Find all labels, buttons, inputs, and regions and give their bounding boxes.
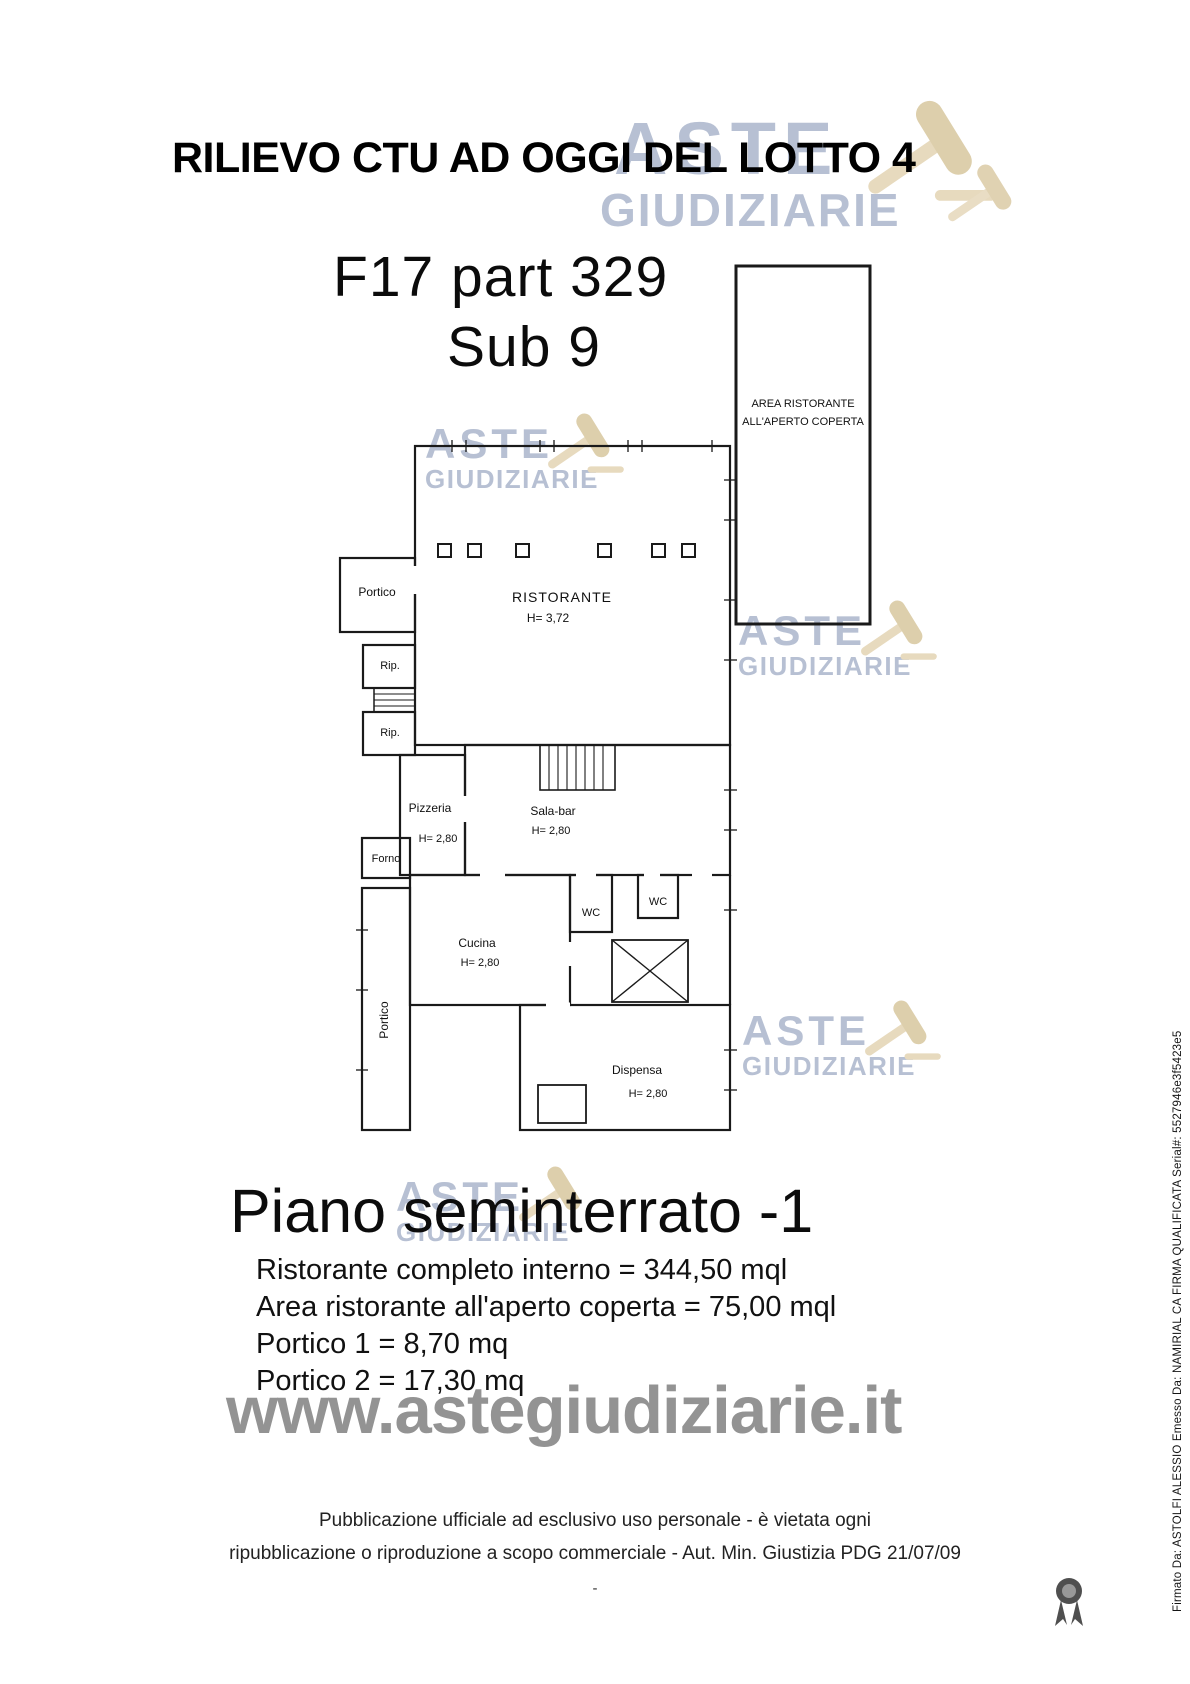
watermark-giudiziarie-text: GIUDIZIARIE <box>425 464 599 494</box>
room-label-portico-left: Portico <box>377 1001 391 1039</box>
aste-giudiziarie-watermark-plan-1: ASTE GIUDIZIARIE <box>425 413 624 494</box>
gavel-icon <box>861 600 937 660</box>
aste-giudiziarie-watermark-top: ASTE GIUDIZIARIE <box>600 100 1020 236</box>
watermark-giudiziarie-text: GIUDIZIARIE <box>396 1217 570 1247</box>
watermark-aste-text: ASTE <box>738 607 867 654</box>
room-sala-bar <box>463 743 732 877</box>
room-height-pizzeria: H= 2,80 <box>419 833 458 845</box>
digital-signature-text: Firmato Da: ASTOLFI ALESSIO Emesso Da: N… <box>1172 1030 1184 1612</box>
room-height-cucina: H= 2,80 <box>461 957 500 969</box>
measurement-area-aperta: Area ristorante all'aperto coperta = 75,… <box>256 1291 837 1323</box>
room-height-ristorante: H= 3,72 <box>527 611 570 625</box>
window-ticks <box>356 440 737 1091</box>
page-title: RILIEVO CTU AD OGGI DEL LOTTO 4 <box>172 134 916 182</box>
footer-line-1: Pubblicazione ufficiale ad esclusivo uso… <box>318 1510 872 1531</box>
gavel-icon <box>865 1000 941 1060</box>
room-label-forno: Forno <box>372 853 401 865</box>
utility-notch <box>537 1084 587 1124</box>
gavel-icon <box>948 164 1012 222</box>
room-label-area-aperta-2: ALL'APERTO COPERTA <box>742 416 864 428</box>
floor-heading: Piano seminterrato -1 <box>230 1177 814 1245</box>
watermark-aste-text: ASTE <box>396 1173 525 1220</box>
room-label-cucina: Cucina <box>458 936 496 950</box>
room-rip-2 <box>361 710 417 757</box>
measurements-block: Ristorante completo interno = 344,50 mql… <box>256 1252 836 1400</box>
room-label-area-aperta-1: AREA RISTORANTE <box>751 398 854 410</box>
seal-ribbon-icon <box>1055 1578 1083 1626</box>
room-forno <box>360 836 412 880</box>
room-area-aperta <box>734 264 872 626</box>
shaft-crosshatch <box>611 939 689 1003</box>
room-labels: AREA RISTORANTE ALL'APERTO COPERTA RISTO… <box>358 398 864 1100</box>
watermark-aste-text: ASTE <box>425 420 554 467</box>
aste-giudiziarie-watermark-bottom: ASTE GIUDIZIARIE <box>396 1166 581 1247</box>
measurement-portico-1: Portico 1 = 8,70 mq <box>256 1328 509 1360</box>
room-label-sala-bar: Sala-bar <box>530 804 575 818</box>
measurement-portico-2: Portico 2 = 17,30 mq <box>256 1365 525 1397</box>
footer-dash: - <box>592 1580 598 1597</box>
room-height-sala-bar: H= 2,80 <box>532 825 571 837</box>
floor-plan-walls <box>338 264 872 1132</box>
aste-giudiziarie-watermark-plan-3: ASTE GIUDIZIARIE <box>742 1000 941 1081</box>
footer-line-2: ripubblicazione o riproduzione a scopo c… <box>229 1543 961 1564</box>
room-label-dispensa: Dispensa <box>612 1063 662 1077</box>
room-label-rip-1: Rip. <box>380 660 400 672</box>
door-openings <box>412 566 712 1008</box>
gavel-icon <box>548 413 624 473</box>
room-height-dispensa: H= 2,80 <box>629 1088 668 1100</box>
url-watermark: www.astegiudiziarie.it <box>226 1373 902 1448</box>
gavel-icon <box>519 1166 581 1222</box>
room-label-portico-top: Portico <box>358 585 396 599</box>
watermark-aste-text: ASTE <box>742 1007 871 1054</box>
watermark-aste-text: ASTE <box>614 107 840 190</box>
watermark-giudiziarie-text: GIUDIZIARIE <box>600 184 901 236</box>
cadastral-reference-line2: Sub 9 <box>447 315 601 379</box>
room-dispensa <box>518 1003 732 1132</box>
room-portico-left <box>360 886 412 1132</box>
room-label-wc-2: WC <box>649 896 667 908</box>
room-wc-1 <box>568 873 614 934</box>
watermark-giudiziarie-text: GIUDIZIARIE <box>738 651 912 681</box>
room-portico-top <box>338 556 417 634</box>
stairs-main <box>539 744 616 791</box>
room-label-pizzeria: Pizzeria <box>409 801 452 815</box>
aste-giudiziarie-watermark-plan-2: ASTE GIUDIZIARIE <box>738 600 937 681</box>
room-label-ristorante: RISTORANTE <box>512 589 612 605</box>
cadastral-reference-line1: F17 part 329 <box>333 245 669 309</box>
room-label-rip-2: Rip. <box>380 727 400 739</box>
watermark-giudiziarie-text: GIUDIZIARIE <box>742 1051 916 1081</box>
measurement-ristorante-interno: Ristorante completo interno = 344,50 mql <box>256 1254 788 1286</box>
pillars <box>437 543 696 558</box>
room-label-wc-1: WC <box>582 907 600 919</box>
